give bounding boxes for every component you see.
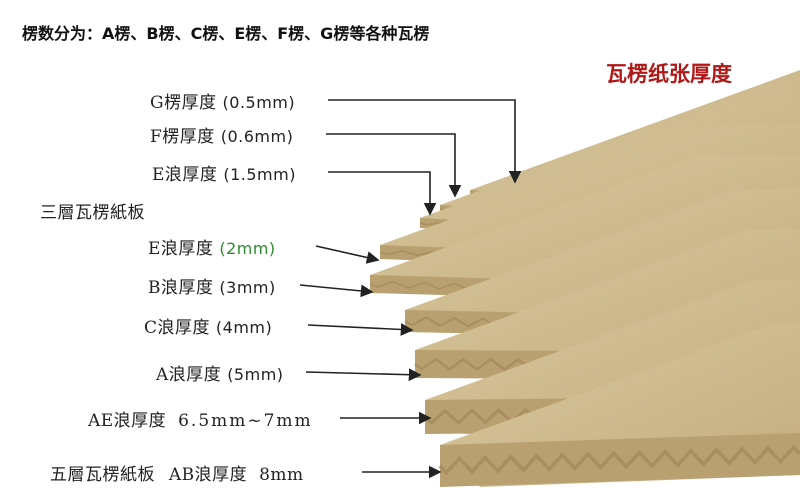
ae-flute-label: AE浪厚度 6.5mm~7mm: [88, 406, 313, 431]
ae-flute-value: 6.5mm~7mm: [178, 411, 313, 431]
e-top-flute-label: E浪厚度 (1.5mm): [152, 160, 296, 185]
g-flute-label: G楞厚度 (0.5mm): [150, 88, 295, 113]
e-flute-name: E浪厚度: [148, 239, 214, 259]
b-arrow: [299, 284, 374, 298]
a-flute-name: A浪厚度: [156, 365, 222, 385]
board-stack: [369, 70, 800, 487]
c-arrow: [307, 323, 414, 336]
b-flute-value: (3mm): [219, 278, 276, 297]
b-flute-name: B浪厚度: [148, 278, 214, 298]
g-flute-value: (0.5mm): [222, 93, 296, 112]
ae-flute-name: AE浪厚度: [88, 411, 167, 431]
flute-wave: [438, 444, 800, 476]
a-flute-value: (5mm): [227, 365, 284, 384]
f-flute-name: F楞厚度: [150, 127, 215, 147]
five-layer-label: 五層瓦楞紙板 AB浪厚度 8mm: [50, 460, 304, 485]
f-arrow: [326, 133, 462, 198]
c-flute-name: C浪厚度: [144, 318, 211, 338]
e-top-arrow: [328, 171, 437, 216]
five-layer-name: 五層瓦楞紙板: [50, 465, 155, 485]
f-flute-label: F楞厚度 (0.6mm): [150, 122, 293, 147]
c-flute-label: C浪厚度 (4mm): [144, 313, 272, 338]
three-layer-label: 三層瓦楞紙板: [40, 203, 145, 223]
c-flute-value: (4mm): [215, 318, 273, 337]
leader-lines: [299, 99, 522, 479]
ab-flute-name: AB浪厚度: [168, 465, 248, 485]
flute-types-header: 楞数分为：A楞、B楞、C楞、E楞、F楞、G楞等各种瓦楞: [22, 24, 430, 43]
e-top-flute-name: E浪厚度: [152, 165, 218, 185]
e-arrow: [315, 245, 380, 264]
page-title: 瓦楞纸张厚度: [606, 62, 732, 86]
e-flute-label: E浪厚度 (2mm): [148, 234, 276, 259]
g-flute-name: G楞厚度: [150, 93, 217, 113]
ab-flute-value: 8mm: [259, 465, 304, 485]
a-flute-label: A浪厚度 (5mm): [156, 360, 284, 385]
g-arrow: [328, 99, 522, 184]
e-top-flute-value: (1.5mm): [223, 165, 296, 184]
e-flute-value: (2mm): [219, 239, 276, 258]
a-arrow: [305, 368, 422, 382]
b-flute-label: B浪厚度 (3mm): [148, 273, 276, 298]
f-flute-value: (0.6mm): [220, 127, 294, 146]
